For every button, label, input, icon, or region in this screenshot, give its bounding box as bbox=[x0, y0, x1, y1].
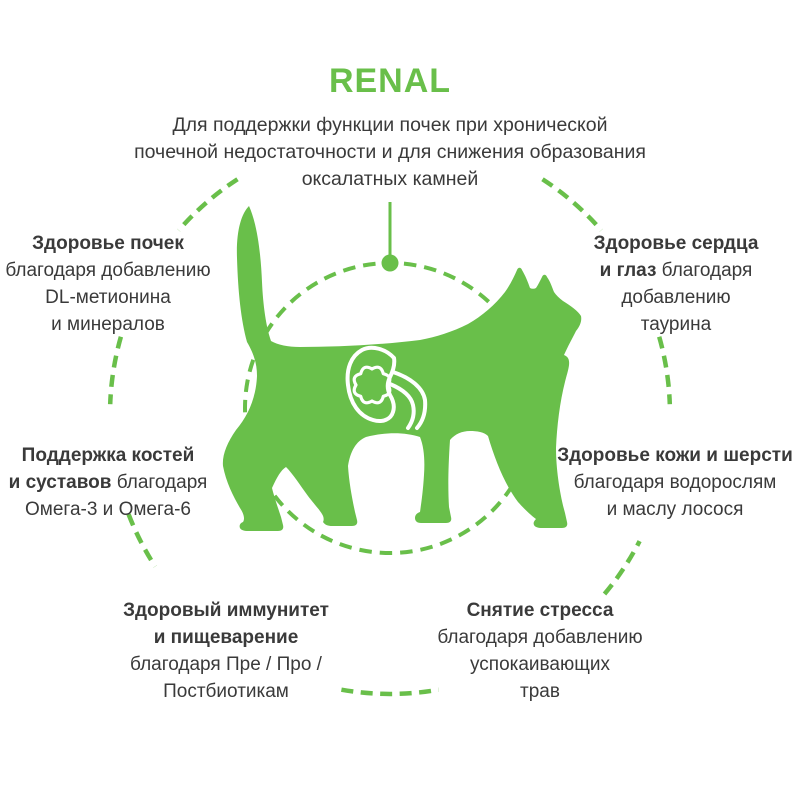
benefit-line: благодаря добавлению bbox=[437, 624, 642, 651]
subtitle: Для поддержки функции почек при хроничес… bbox=[134, 112, 646, 193]
benefit-line-text: DL-метионина bbox=[45, 287, 171, 308]
benefit-line: и маслу лосося bbox=[557, 496, 793, 523]
benefit-line-bold: Здоровый иммунитет bbox=[123, 600, 329, 621]
benefit-line: благодаря добавлению bbox=[5, 257, 210, 284]
benefit-line-text: и маслу лосося bbox=[606, 499, 744, 520]
benefit-line-text: Постбиотикам bbox=[163, 681, 289, 702]
benefit-line: Здоровье кожи и шерсти bbox=[557, 442, 793, 469]
benefit-line-text: благодаря водорослям bbox=[573, 472, 777, 493]
benefit-line-bold: Поддержка костей bbox=[21, 445, 195, 466]
benefit-line-text: таурина bbox=[640, 314, 712, 335]
benefit-line-text: благодаря добавлению bbox=[437, 627, 643, 648]
benefit-line-text: благодаря bbox=[116, 472, 208, 493]
page-title: RENAL bbox=[328, 62, 452, 100]
benefit-line: Поддержка костей bbox=[9, 442, 208, 469]
benefit-line-text: благодаря bbox=[661, 260, 753, 281]
benefit-line-bold: и суставов bbox=[8, 472, 117, 493]
benefit-line-text: трав bbox=[520, 681, 560, 702]
benefit-line: таурина bbox=[594, 311, 759, 338]
benefit-line-bold: Здоровье почек bbox=[32, 233, 184, 254]
benefit-line: добавлению bbox=[594, 284, 759, 311]
benefit-line: благодаря Пре / Про / bbox=[123, 651, 329, 678]
benefit-heart-eyes: Здоровье сердца и глаз благодаря добавле… bbox=[594, 230, 759, 338]
subtitle-line: почечной недостаточности и для снижения … bbox=[134, 141, 646, 163]
benefit-line-text: добавлению bbox=[621, 287, 731, 308]
benefit-line-text: Омега-3 и Омега-6 bbox=[25, 499, 191, 520]
benefit-line-text: благодаря Пре / Про / bbox=[130, 654, 322, 675]
benefit-line-text: благодаря добавлению bbox=[5, 260, 211, 281]
benefit-skin-coat: Здоровье кожи и шерсти благодаря водорос… bbox=[557, 442, 793, 523]
benefit-kidney-health: Здоровье почек благодаря добавлению DL-м… bbox=[5, 230, 210, 338]
benefit-line-bold: Снятие стресса bbox=[466, 600, 614, 621]
benefit-line: Омега-3 и Омега-6 bbox=[9, 496, 208, 523]
benefit-line: и глаз благодаря bbox=[594, 257, 759, 284]
benefit-line: успокаивающих bbox=[437, 651, 642, 678]
benefit-line-bold: Здоровье сердца bbox=[593, 233, 759, 254]
benefit-immunity-digestion: Здоровый иммунитет и пищеварение благода… bbox=[123, 597, 329, 705]
benefit-line: и пищеварение bbox=[123, 624, 329, 651]
benefit-line: DL-метионина bbox=[5, 284, 210, 311]
benefit-line: Здоровый иммунитет bbox=[123, 597, 329, 624]
benefit-line: Здоровье сердца bbox=[594, 230, 759, 257]
benefit-line: трав bbox=[437, 678, 642, 705]
benefit-line-bold: и пищеварение bbox=[153, 627, 299, 648]
benefit-line: и суставов благодаря bbox=[9, 469, 208, 496]
benefit-line: Постбиотикам bbox=[123, 678, 329, 705]
connector-dot bbox=[381, 254, 399, 272]
outer-dashed-circle bbox=[107, 177, 673, 697]
benefit-line: и минералов bbox=[5, 311, 210, 338]
benefit-line-bold: Здоровье кожи и шерсти bbox=[557, 445, 793, 466]
benefit-line-text: и минералов bbox=[51, 314, 165, 335]
cat-silhouette bbox=[222, 206, 582, 531]
subtitle-line: Для поддержки функции почек при хроничес… bbox=[172, 114, 608, 136]
benefit-line: благодаря водорослям bbox=[557, 469, 793, 496]
benefit-line: Здоровье почек bbox=[5, 230, 210, 257]
benefit-line-bold: и глаз bbox=[599, 260, 662, 281]
benefit-line: Снятие стресса bbox=[437, 597, 642, 624]
benefit-line-text: успокаивающих bbox=[469, 654, 610, 675]
kidney-icon bbox=[345, 345, 428, 430]
subtitle-line: оксалатных камней bbox=[301, 168, 479, 190]
benefit-bones-joints: Поддержка костей и суставов благодаря Ом… bbox=[9, 442, 208, 523]
benefit-stress-relief: Снятие стресса благодаря добавлению успо… bbox=[437, 597, 642, 705]
